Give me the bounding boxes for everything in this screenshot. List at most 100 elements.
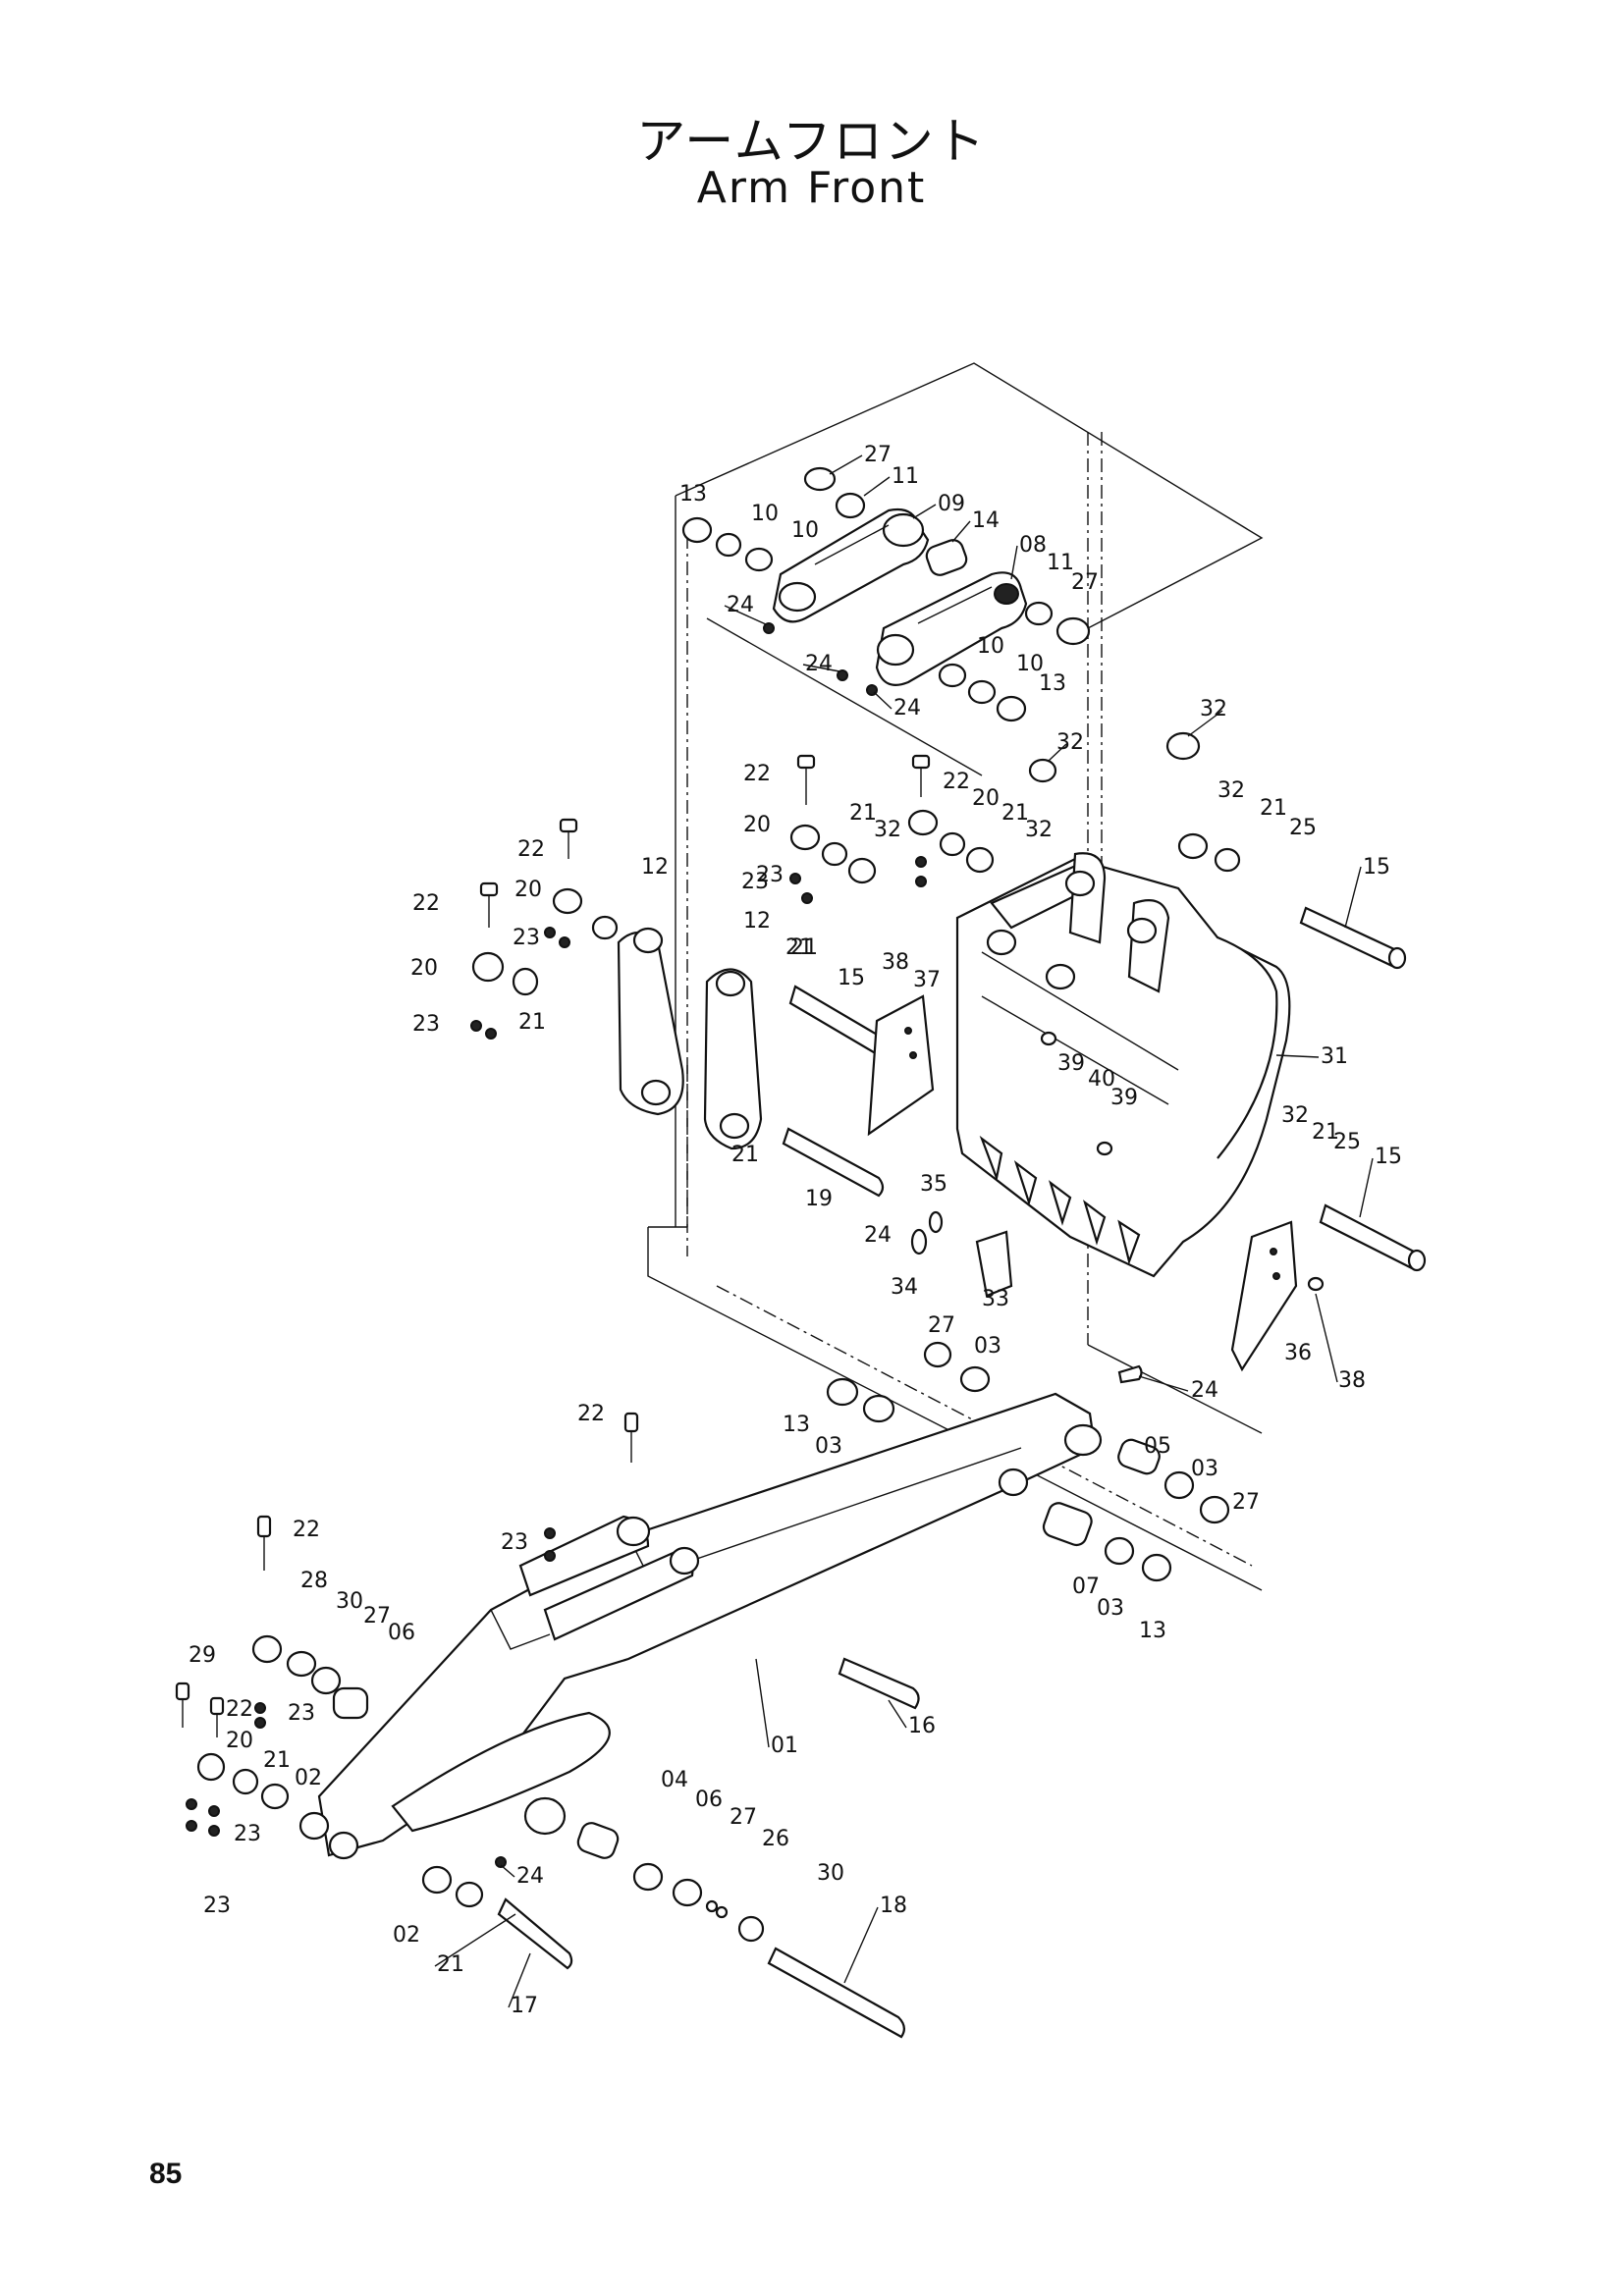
callout: 03 [974, 1334, 1001, 1359]
callout: 23 [741, 870, 769, 894]
title-english: Arm Front [696, 163, 927, 213]
callout: 14 [972, 508, 1000, 533]
callout: 19 [805, 1187, 833, 1211]
callout: 21 [731, 1143, 759, 1167]
callout: 32 [1025, 818, 1053, 842]
callout: 24 [727, 593, 754, 617]
callout: 06 [695, 1788, 723, 1812]
callout: 23 [288, 1701, 315, 1726]
guide-lines [647, 362, 1264, 1591]
callout: 17 [511, 1994, 538, 2018]
callout: 21 [1312, 1120, 1339, 1145]
callout: 22 [577, 1402, 605, 1426]
callout: 39 [1057, 1051, 1085, 1076]
callout: 04 [661, 1768, 688, 1792]
callout: 22 [517, 837, 545, 862]
callout: 30 [336, 1589, 363, 1614]
callout: 32 [1217, 778, 1245, 803]
callout: 21 [849, 801, 877, 826]
callout: 21 [518, 1010, 546, 1035]
callout: 24 [864, 1223, 892, 1248]
callout: 22 [412, 891, 440, 916]
callout: 20 [514, 878, 542, 902]
callout: 24 [893, 696, 921, 721]
callout: 21 [1001, 801, 1029, 826]
callout: 08 [1019, 533, 1047, 558]
callout: 13 [679, 482, 707, 507]
callout: 10 [977, 634, 1004, 659]
callout: 23 [513, 926, 540, 950]
callout: 13 [783, 1413, 810, 1437]
callout: 02 [393, 1923, 420, 1948]
callout: 31 [1321, 1044, 1348, 1069]
callout: 24 [805, 652, 833, 676]
callout: 22 [743, 762, 771, 786]
callout: 35 [920, 1172, 947, 1197]
callout: 03 [815, 1434, 842, 1459]
callout: 38 [1338, 1368, 1366, 1393]
callout: 06 [388, 1621, 415, 1645]
callout: 02 [295, 1766, 322, 1790]
callout: 13 [1039, 671, 1066, 696]
callout: 21 [1260, 796, 1287, 821]
callout: 24 [1191, 1378, 1218, 1403]
callout: 24 [516, 1864, 544, 1889]
callout: 21 [785, 935, 813, 960]
callout: 34 [891, 1275, 918, 1300]
callout: 10 [751, 502, 779, 526]
callout: 10 [1016, 652, 1044, 676]
callout: 23 [203, 1894, 231, 1918]
callout: 12 [641, 855, 669, 880]
callout: 13 [1139, 1619, 1166, 1643]
callout: 32 [1281, 1103, 1309, 1128]
callout: 11 [1047, 551, 1074, 575]
callout: 05 [1144, 1434, 1171, 1459]
callout: 32 [1056, 730, 1084, 755]
callout: 20 [972, 786, 1000, 811]
callout: 39 [1110, 1086, 1138, 1110]
callout: 20 [226, 1729, 253, 1753]
upper-link-group [681, 466, 1091, 722]
callout: 22 [943, 770, 970, 794]
callout: 20 [743, 813, 771, 837]
callout: 23 [234, 1822, 261, 1846]
callout: 26 [762, 1827, 789, 1851]
callout: 12 [743, 909, 771, 934]
callout: 27 [928, 1313, 955, 1338]
callout: 27 [864, 443, 892, 467]
callout: 21 [790, 935, 818, 960]
callout: 03 [1097, 1596, 1124, 1621]
callout: 27 [1071, 570, 1099, 595]
callout: 36 [1284, 1341, 1312, 1365]
bucket-group [867, 852, 1325, 1372]
callout: 29 [189, 1643, 216, 1668]
callout: 37 [913, 968, 941, 992]
callout: 38 [882, 950, 909, 975]
callout: 27 [730, 1805, 757, 1830]
callout: 09 [938, 492, 965, 516]
callout: 16 [908, 1714, 936, 1738]
callout: 27 [363, 1604, 391, 1629]
callout: 27 [1232, 1490, 1260, 1515]
callout-labels: 27 11 13 10 10 09 14 08 11 27 24 24 24 1… [189, 443, 1402, 2018]
callout: 07 [1072, 1575, 1100, 1599]
title-japanese: アームフロント [636, 113, 987, 170]
leader-lines [434, 454, 1374, 2008]
callout: 15 [838, 966, 865, 990]
callout: 18 [880, 1894, 907, 1918]
callout: 23 [412, 1012, 440, 1037]
callout: 30 [817, 1861, 844, 1886]
arm-group [175, 1341, 1230, 2039]
callout: 25 [1289, 816, 1317, 840]
callout: 11 [892, 464, 919, 489]
callout: 23 [501, 1530, 528, 1555]
callout: 20 [410, 956, 438, 981]
callout: 40 [1088, 1067, 1115, 1092]
callout: 03 [1191, 1457, 1218, 1481]
callout: 22 [293, 1518, 320, 1542]
callout: 22 [226, 1697, 253, 1722]
page-number: 85 [149, 2158, 183, 2190]
callout: 33 [982, 1287, 1009, 1311]
callout: 23 [756, 863, 784, 887]
